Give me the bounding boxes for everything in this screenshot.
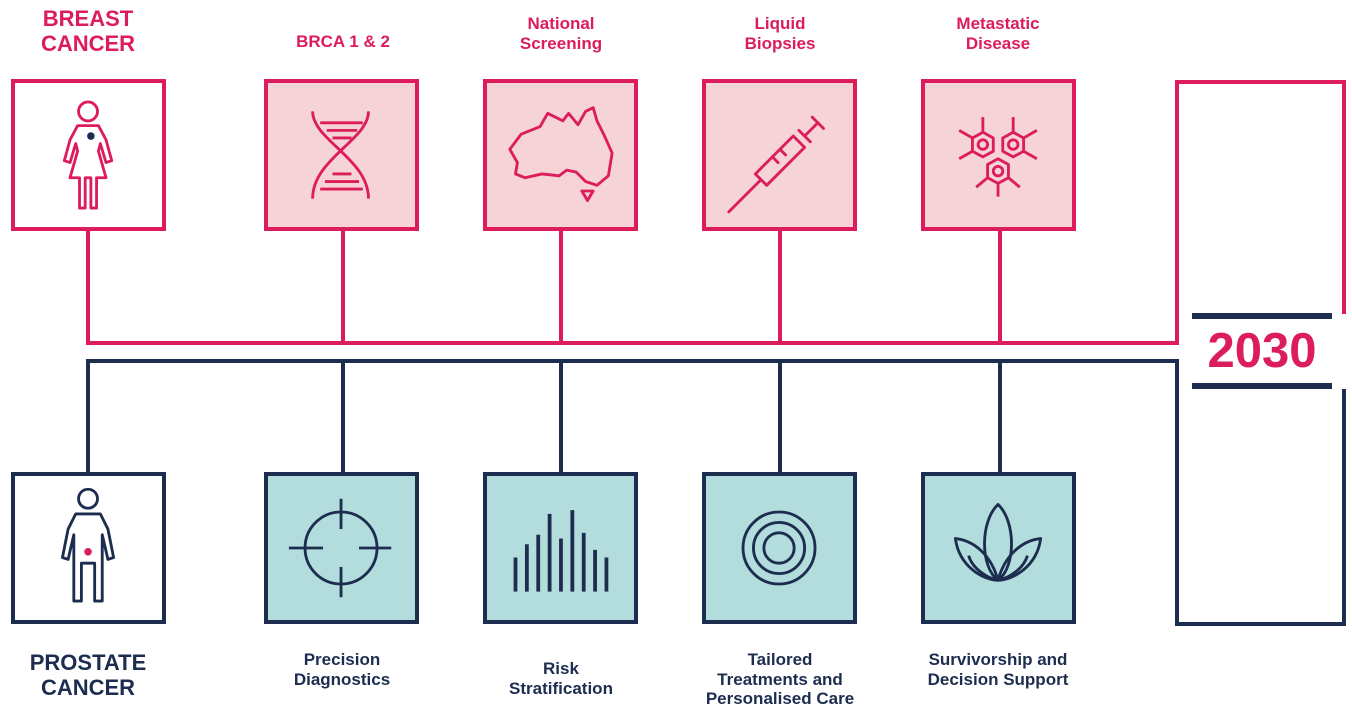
risk-stratification-box xyxy=(483,472,638,624)
year-2030-marker: 2030 xyxy=(1192,313,1332,389)
breast-start-box xyxy=(11,79,166,231)
bar-chart-icon xyxy=(513,510,609,592)
female-figure-icon xyxy=(62,100,114,210)
syringe-icon xyxy=(727,115,825,214)
brca-label: BRCA 1 & 2 xyxy=(296,32,390,51)
crosshair-icon xyxy=(288,498,392,598)
australia-map-icon xyxy=(508,106,614,202)
prostate-start-box xyxy=(11,472,166,624)
metastatic-disease-box xyxy=(921,79,1076,231)
liquid-biopsies-box xyxy=(702,79,857,231)
survivorship-box xyxy=(921,472,1076,624)
year-label: 2030 xyxy=(1207,324,1317,378)
brca-box xyxy=(264,79,419,231)
precision-diagnostics-box xyxy=(264,472,419,624)
male-figure-icon xyxy=(61,487,116,603)
lotus-icon xyxy=(953,503,1043,582)
tailored-treatments-box xyxy=(702,472,857,624)
cell-cluster-icon xyxy=(958,117,1038,197)
target-rings-icon xyxy=(741,510,817,586)
dna-icon xyxy=(311,111,370,199)
national-screening-box xyxy=(483,79,638,231)
